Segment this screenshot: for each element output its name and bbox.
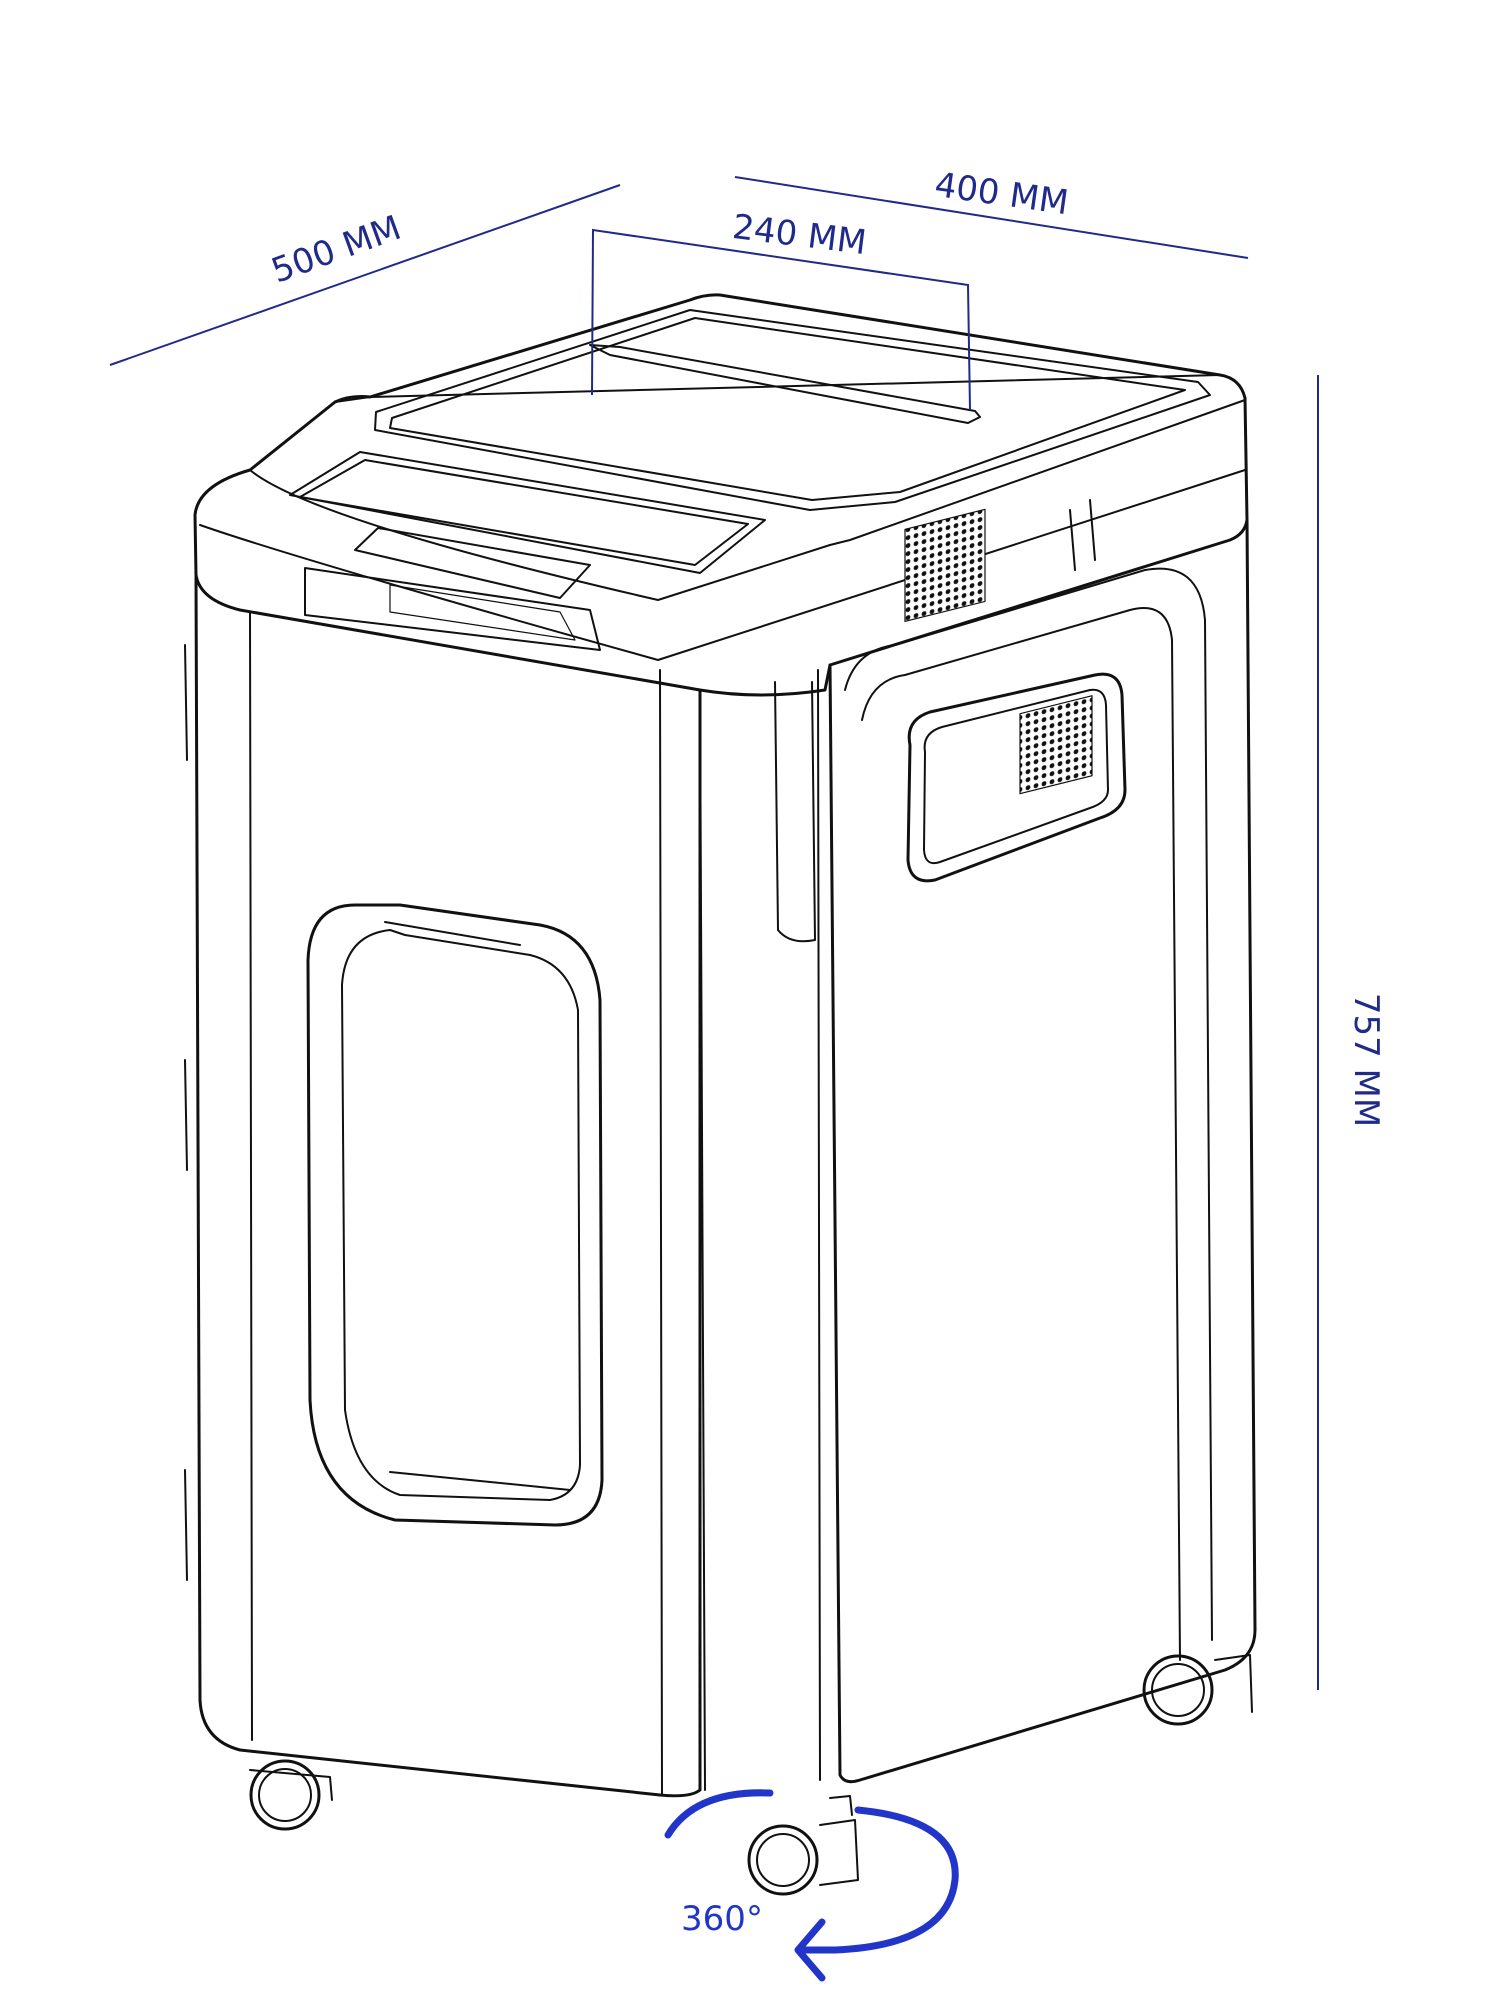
- rotation-indicator: 360°: [664, 1789, 959, 1982]
- shredder-outline: [184, 293, 1257, 1896]
- caster-front-left: [249, 1759, 333, 1831]
- slot-dimension-label: 240 MM: [730, 207, 868, 263]
- caster-rear-right: [1142, 1654, 1253, 1726]
- depth-dimension-label: 500 MM: [266, 208, 406, 292]
- shredder-front-panel: [184, 573, 816, 1798]
- rotation-arc-right: [796, 1806, 959, 1954]
- front-viewing-window: [306, 903, 604, 1527]
- caster-front-right: [747, 1795, 859, 1896]
- casters: [249, 1654, 1253, 1896]
- width-dimension-line: [734, 176, 1249, 259]
- shredder-lid: [193, 293, 1249, 697]
- vent-grille-right: [1019, 695, 1093, 795]
- vent-grille-left: [904, 508, 986, 622]
- side-vent-panel: [904, 508, 1127, 883]
- rotation-arrowhead: [794, 1918, 826, 1982]
- rotation-arc-left: [664, 1789, 774, 1839]
- rotation-label: 360°: [681, 1899, 763, 1939]
- depth-dimension-line: [109, 184, 621, 366]
- shredder-side-panel: [817, 508, 1257, 1784]
- width-dimension-label: 400 MM: [932, 165, 1071, 223]
- slot-dimension-bracket: [591, 228, 971, 411]
- dimension-annotations: 500 MM 400 MM 240 MM 757 MM 360°: [109, 165, 1386, 1982]
- height-dimension-label: 757 MM: [1346, 993, 1386, 1127]
